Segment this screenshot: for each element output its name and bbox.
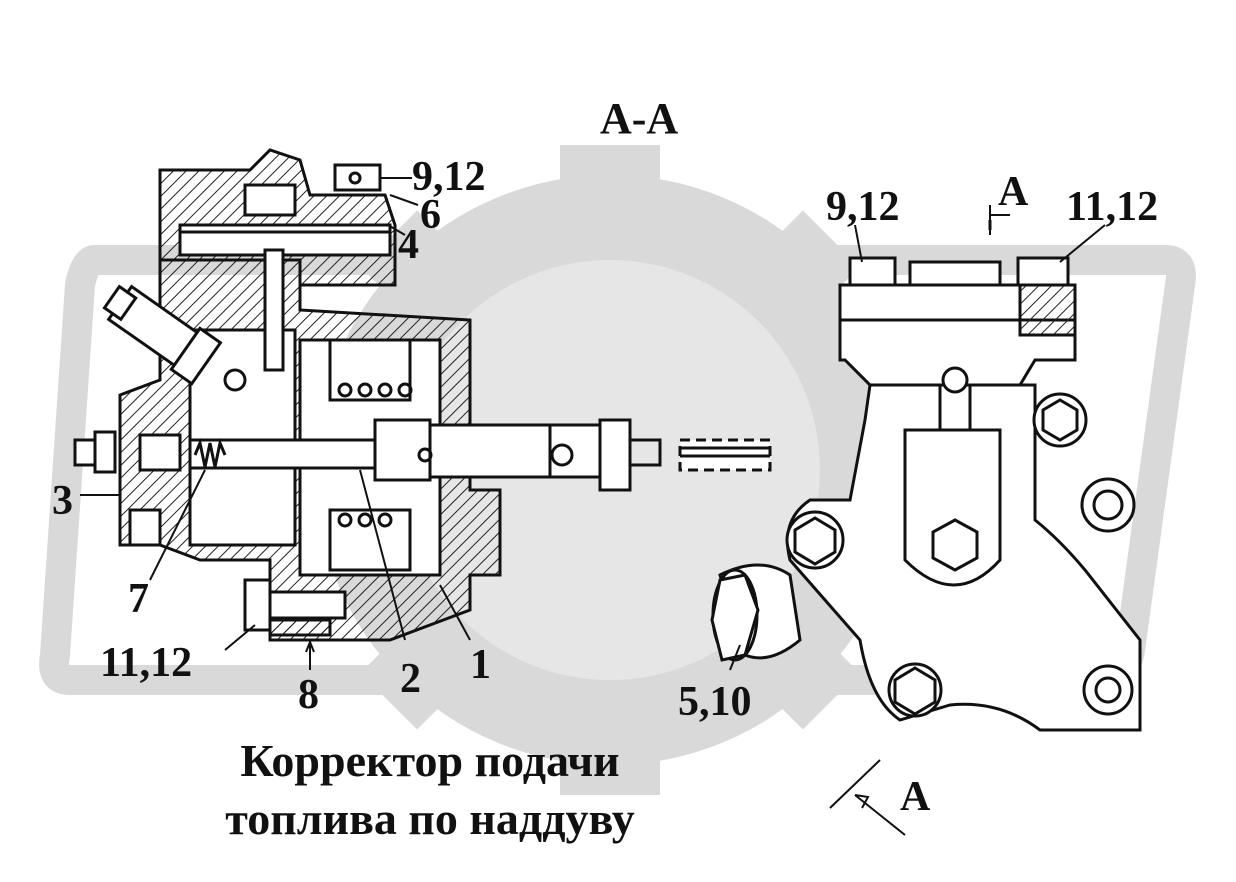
caption-line-1: Корректор подачи: [240, 735, 620, 786]
callout-5-10: 5,10: [678, 679, 752, 725]
callout-8: 8: [298, 672, 319, 718]
callout-9-12-right: 9,12: [826, 184, 900, 230]
corrector-section-view: [73, 148, 772, 642]
caption-line-2: топлива по наддуву: [225, 793, 635, 844]
corrector-external-view: [710, 220, 1142, 732]
callout-4: 4: [398, 222, 419, 268]
callout-2: 2: [400, 656, 421, 702]
view-a-bottom: А: [900, 774, 931, 820]
callout-3: 3: [52, 478, 73, 524]
callout-11-12-left: 11,12: [100, 640, 192, 686]
callout-9-12-left: 9,12: [412, 154, 486, 200]
callout-7: 7: [128, 576, 149, 622]
view-a-top: А: [998, 169, 1029, 215]
caption: Корректор подачи топлива по наддуву: [150, 732, 710, 848]
callout-6: 6: [420, 192, 441, 238]
section-title: А-А: [600, 94, 678, 143]
callout-11-12-right: 11,12: [1066, 184, 1158, 230]
leader-lines: [80, 177, 1106, 836]
callout-1: 1: [470, 642, 491, 688]
